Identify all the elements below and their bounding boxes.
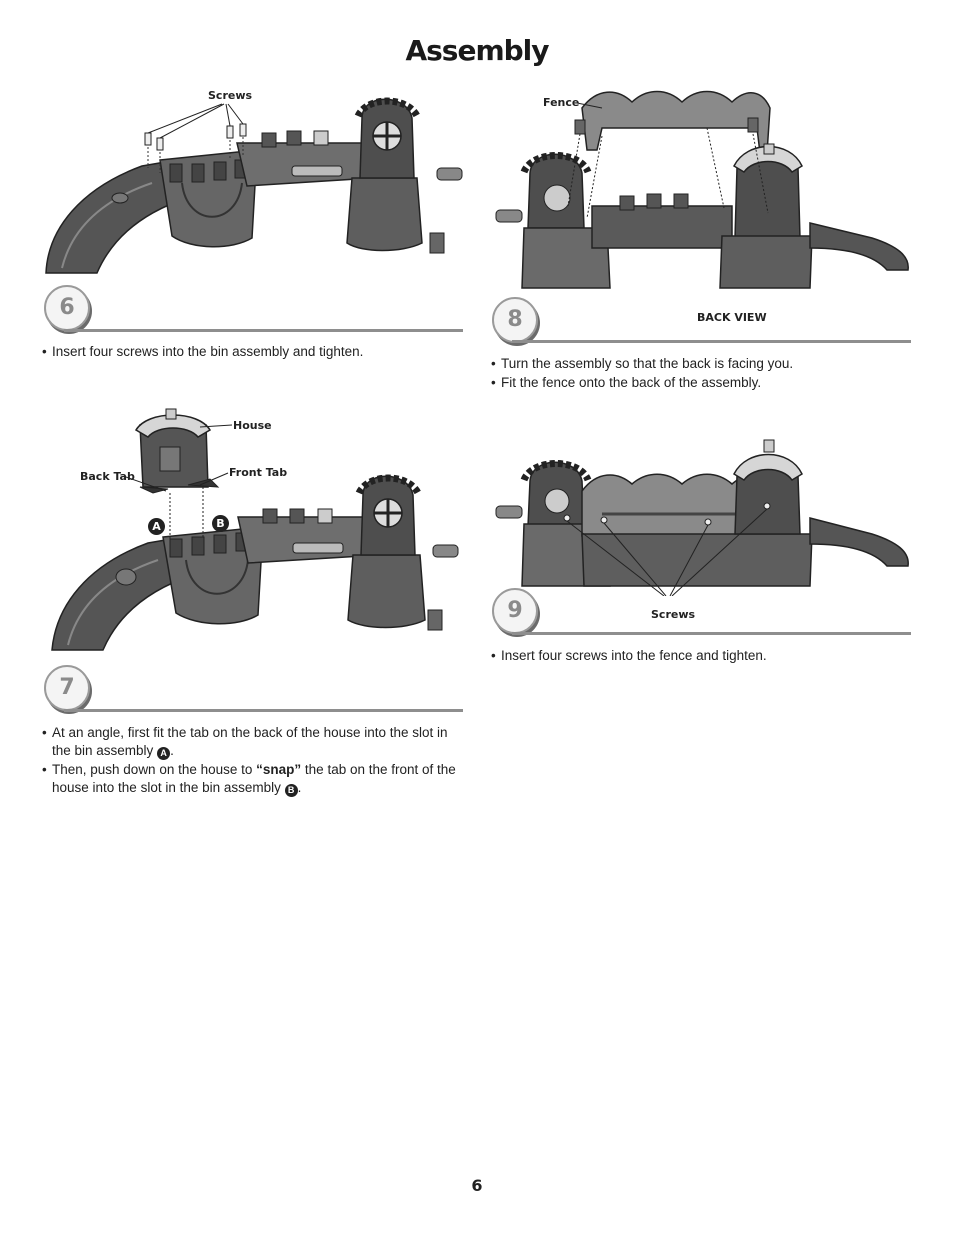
- bullet: •: [42, 344, 47, 359]
- bullet: •: [491, 375, 496, 390]
- instruction-text: Insert four screws into the bin assembly…: [52, 344, 364, 359]
- instruction-line: • Fit the fence onto the back of the asse…: [491, 374, 911, 392]
- house-label: House: [233, 419, 272, 432]
- back-tab-label: Back Tab: [80, 470, 135, 483]
- instruction-line: • Insert four screws into the bin assembl…: [42, 343, 462, 361]
- instruction-line: • Insert four screws into the fence and t…: [491, 647, 911, 665]
- step-7-instructions: • At an angle, first fit the tab on the b…: [42, 724, 462, 798]
- step-number-9: 9: [492, 588, 538, 634]
- back-view-label: BACK VIEW: [697, 311, 767, 324]
- badge-a-inline: A: [157, 747, 171, 760]
- step-8-divider: [512, 340, 911, 343]
- badge-b-inline: B: [284, 784, 298, 797]
- step-number-8: 8: [492, 297, 538, 343]
- instruction-line: •Then, push down on the house to “snap” …: [42, 761, 462, 797]
- instruction-text: Insert four screws into the fence and ti…: [501, 648, 767, 663]
- badge-a: A: [148, 518, 165, 535]
- instruction-text: the tab on the front of the house into t…: [52, 762, 456, 795]
- page-number: 6: [471, 1176, 483, 1195]
- instruction-bold: “snap”: [256, 762, 302, 777]
- step-6-instructions: • Insert four screws into the bin assembl…: [42, 343, 462, 362]
- page-title: Assembly: [405, 34, 549, 67]
- instruction-text: Turn the assembly so that the back is fa…: [501, 356, 794, 371]
- badge-b: B: [212, 515, 229, 532]
- instruction-text: Then, push down on the house to: [52, 762, 257, 777]
- step-8-illustration: [492, 88, 912, 298]
- front-tab-label: Front Tab: [229, 466, 288, 479]
- step-6-divider: [64, 329, 463, 332]
- step-9-divider: [512, 632, 911, 635]
- step-number-7: 7: [44, 665, 90, 711]
- step-7-illustration: [48, 405, 466, 657]
- instruction-text: At an angle, first fit the tab on the ba…: [52, 725, 448, 758]
- instruction-end: .: [170, 743, 174, 758]
- step-6-illustration: [42, 88, 467, 283]
- bullet: •: [491, 356, 496, 371]
- bullet: •: [42, 725, 47, 740]
- fence-label: Fence: [543, 96, 580, 109]
- step-9-illustration: [492, 436, 912, 596]
- step-8-instructions: • Turn the assembly so that the back is f…: [491, 355, 911, 393]
- bullet: •: [42, 762, 47, 777]
- instruction-text: Fit the fence onto the back of the assem…: [501, 375, 762, 390]
- step-7-divider: [64, 709, 463, 712]
- screws-label: Screws: [208, 89, 253, 102]
- step-9-instructions: • Insert four screws into the fence and t…: [491, 647, 911, 666]
- instruction-end: .: [297, 780, 302, 795]
- bullet: •: [491, 648, 496, 663]
- screws-label: Screws: [651, 608, 696, 621]
- step-number-6: 6: [44, 285, 90, 331]
- instruction-line: • At an angle, first fit the tab on the b…: [42, 724, 462, 760]
- instruction-line: • Turn the assembly so that the back is f…: [491, 355, 911, 373]
